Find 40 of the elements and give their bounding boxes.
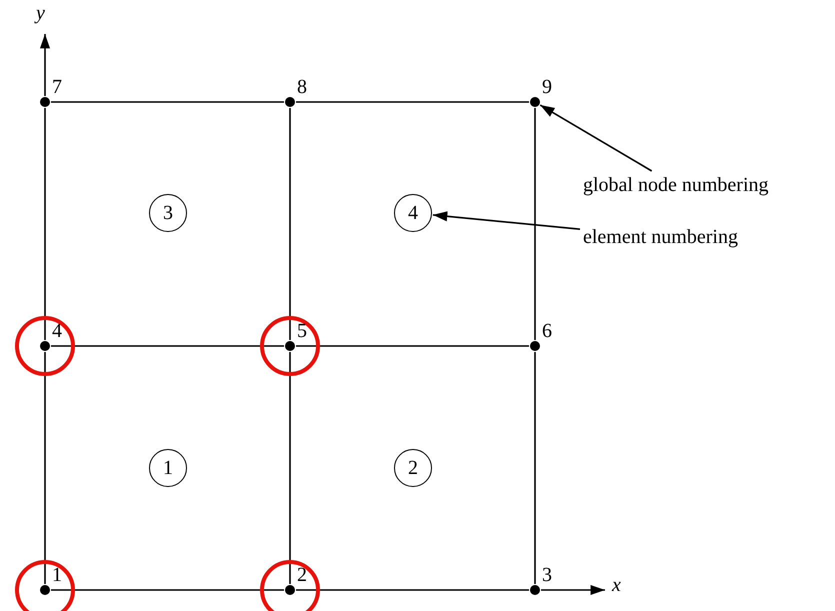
mesh-line — [51, 101, 284, 103]
node-number: 8 — [297, 77, 307, 97]
mesh-line — [44, 352, 46, 584]
mesh-node-dot — [285, 585, 295, 595]
annotation-text: element numbering — [583, 226, 738, 248]
mesh-node-dot — [40, 341, 50, 351]
element-number-circle: 2 — [394, 449, 432, 487]
node-number: 4 — [52, 321, 62, 341]
mesh-node-dot — [530, 341, 540, 351]
node-number: 6 — [542, 321, 552, 341]
node-number: 1 — [52, 565, 62, 585]
mesh-line — [534, 108, 536, 340]
leader-arrow — [540, 104, 652, 172]
mesh-line — [44, 108, 46, 340]
mesh-node-dot — [530, 585, 540, 595]
mesh-line — [296, 101, 529, 103]
mesh-node-dot — [285, 341, 295, 351]
mesh-line — [51, 589, 284, 591]
mesh-node-dot — [40, 585, 50, 595]
mesh-line — [534, 352, 536, 584]
mesh-line — [289, 352, 291, 584]
mesh-node-dot — [530, 97, 540, 107]
element-number-circle: 1 — [149, 449, 187, 487]
mesh-line — [296, 345, 529, 347]
node-number: 7 — [52, 77, 62, 97]
mesh-line — [51, 345, 284, 347]
node-number: 9 — [542, 77, 552, 97]
node-number: 3 — [542, 565, 552, 585]
mesh-line — [296, 589, 529, 591]
leader-arrow — [432, 211, 580, 230]
axis-label: y — [36, 2, 45, 24]
mesh-node-dot — [285, 97, 295, 107]
element-number-circle: 3 — [149, 194, 187, 232]
mesh-node-dot — [40, 97, 50, 107]
node-number: 2 — [297, 565, 307, 585]
node-number: 5 — [297, 321, 307, 341]
element-number-circle: 4 — [394, 194, 432, 232]
annotation-text: global node numbering — [583, 174, 769, 196]
mesh-line — [289, 108, 291, 340]
axis-label: x — [612, 574, 621, 596]
